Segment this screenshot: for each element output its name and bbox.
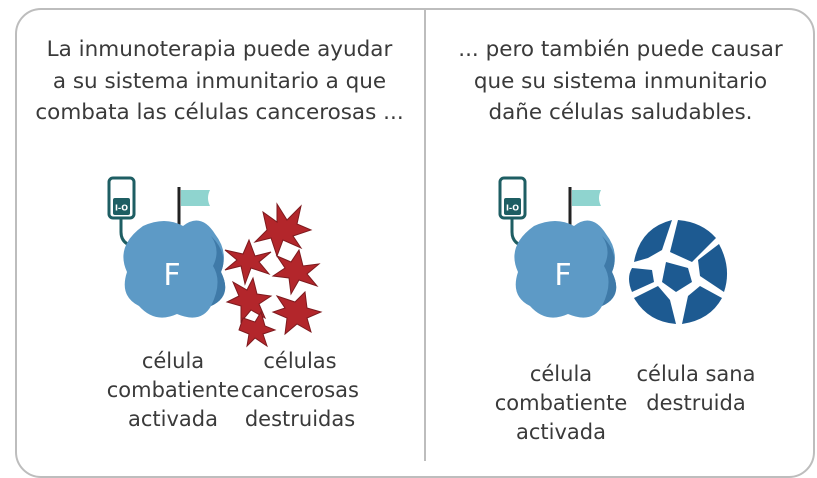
- left-caption-fighter-line-2: combatiente: [106, 378, 240, 402]
- iv-label: I-O: [115, 204, 128, 213]
- flag-icon: [177, 187, 210, 229]
- right-caption-fighter-line-2: combatiente: [494, 391, 628, 415]
- iv-bag-icon: I-O: [498, 176, 529, 249]
- left-heading-line-2: a su sistema inmunitario a que: [52, 68, 387, 94]
- right-caption-target-line-2: destruida: [646, 391, 746, 415]
- left-heading: La inmunoterapia puede ayudar a su siste…: [15, 34, 424, 129]
- right-caption-fighter: célula combatiente activada: [486, 360, 636, 447]
- right-panel: ... pero también puede causar que su sis…: [426, 0, 815, 461]
- iv-label: I-O: [506, 204, 519, 213]
- right-caption-fighter-line-3: activada: [516, 420, 606, 444]
- fighter-letter: F: [163, 258, 180, 293]
- destroyed-cancer-cells: [224, 202, 323, 348]
- left-panel: La inmunoterapia puede ayudar a su siste…: [15, 0, 424, 461]
- left-caption-target-line-3: destruidas: [244, 407, 356, 431]
- right-heading-line-2: que su sistema inmunitario: [473, 68, 768, 94]
- left-caption-fighter: célula combatiente activada: [93, 347, 253, 434]
- left-heading-line-3: combata las células cancerosas ...: [35, 100, 404, 125]
- right-heading-line-3: dañe células saludables.: [488, 100, 753, 125]
- right-heading: ... pero también puede causar que su sis…: [426, 34, 815, 129]
- left-caption-fighter-line-1: célula: [141, 349, 205, 373]
- left-caption-target-line-1: células: [263, 349, 337, 373]
- left-caption-target: células cancerosas destruidas: [220, 347, 380, 434]
- left-illustration: I-O F: [107, 176, 323, 348]
- right-heading-line-1: ... pero también puede causar: [458, 37, 783, 62]
- right-caption-target: célula sana destruida: [621, 360, 771, 418]
- left-caption-target-line-2: cancerosas: [241, 378, 359, 402]
- destroyed-healthy-cell: [629, 220, 728, 324]
- fighter-cell: F: [514, 220, 617, 318]
- left-heading-line-1: La inmunoterapia puede ayudar: [46, 37, 393, 62]
- left-caption-fighter-line-3: activada: [128, 407, 218, 431]
- right-caption-target-line-1: célula sana: [636, 362, 756, 386]
- right-illustration: I-O F: [498, 176, 728, 324]
- panel-divider: [424, 8, 426, 461]
- fighter-letter: F: [554, 258, 571, 293]
- fighter-cell: F: [123, 220, 226, 318]
- right-caption-fighter-line-1: célula: [529, 362, 593, 386]
- flag-icon: [568, 187, 601, 229]
